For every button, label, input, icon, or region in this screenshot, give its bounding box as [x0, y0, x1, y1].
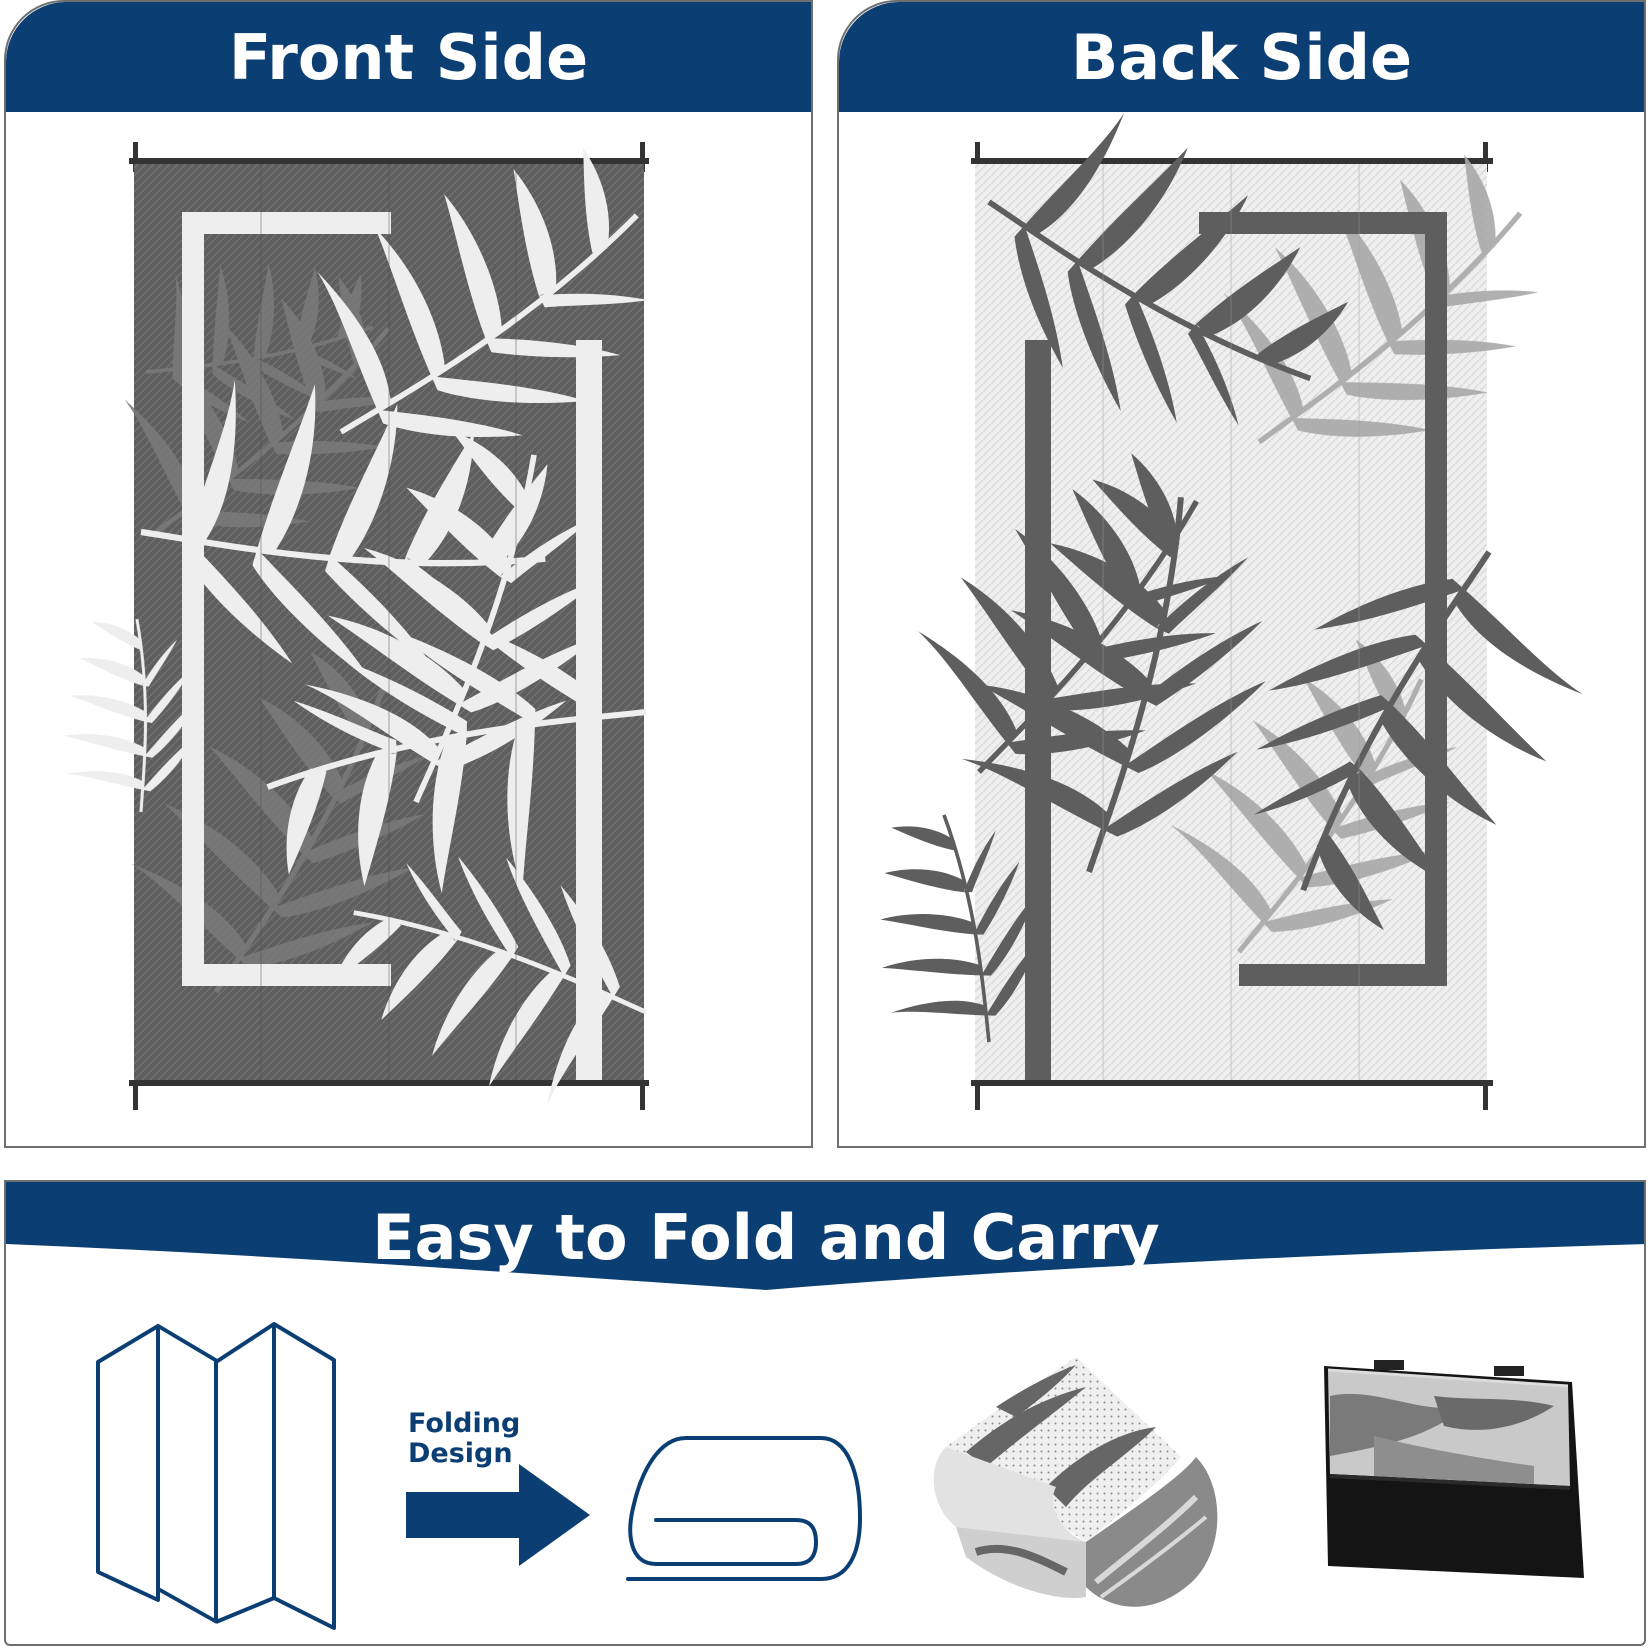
- folding-label-line2: Design: [408, 1438, 513, 1469]
- arrow-right-icon: [406, 1464, 590, 1566]
- front-side-title: Front Side: [6, 2, 811, 112]
- rolled-mat-photo: [933, 1357, 1218, 1607]
- fold-title: Easy to Fold and Carry: [372, 1200, 1160, 1274]
- folding-label-line1: Folding: [408, 1408, 521, 1439]
- front-side-mat-image: [17, 112, 811, 1148]
- folded-panels-icon: [96, 1322, 336, 1630]
- fold-and-carry-panel: Easy to Fold and Carry Folding Design: [4, 1180, 1646, 1646]
- back-side-mat-image: [839, 112, 1644, 1110]
- back-side-panel: Back Side: [837, 0, 1646, 1148]
- storage-bag-photo: [1324, 1360, 1584, 1578]
- back-side-title: Back Side: [839, 2, 1644, 112]
- fold-banner-shape: [6, 1182, 1644, 1290]
- rolled-mat-icon: [626, 1436, 862, 1581]
- front-side-panel: Front Side: [4, 0, 813, 1148]
